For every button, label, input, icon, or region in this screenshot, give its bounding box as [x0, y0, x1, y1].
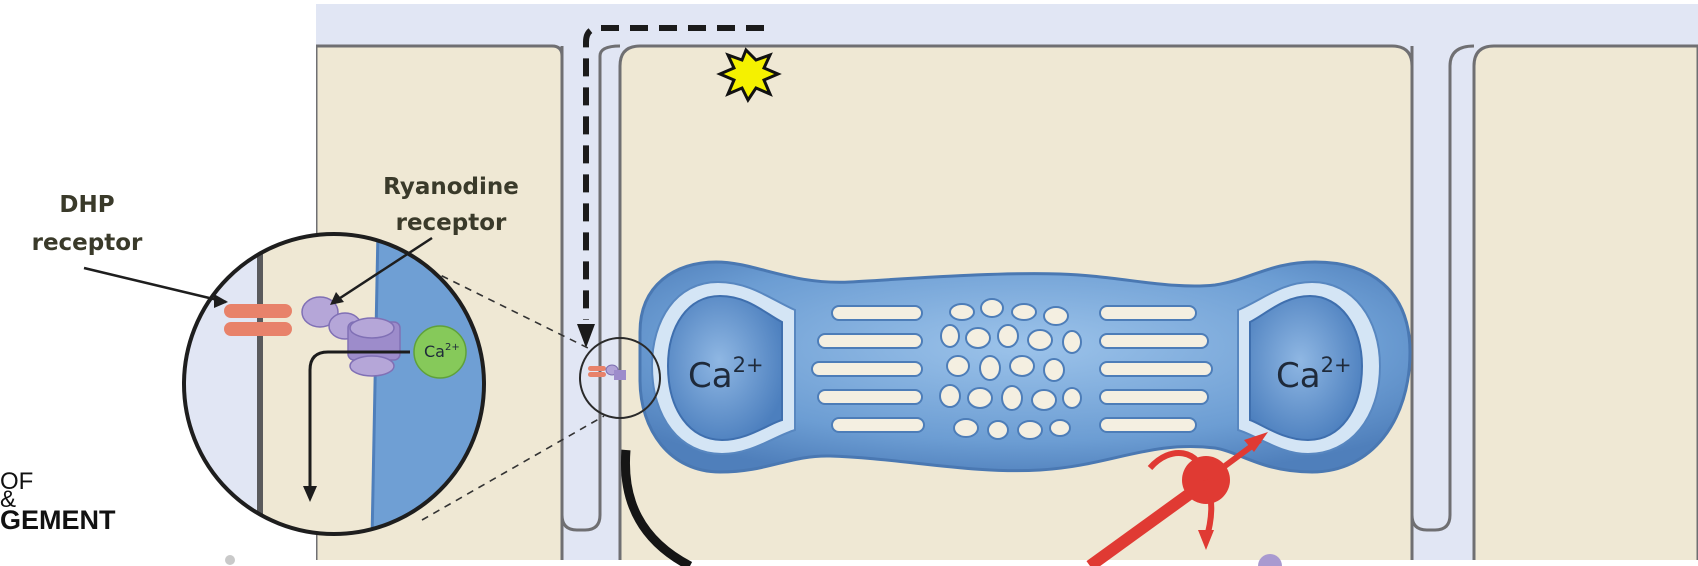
calcium-symbol: Ca — [1276, 356, 1321, 396]
ryanodine-receptor-label: Ryanodine receptor — [366, 172, 536, 238]
ryanodine-label-line2: receptor — [395, 210, 507, 236]
zoom-calcium-ion — [413, 325, 467, 379]
sarcoplasmic-reticulum — [638, 260, 1412, 474]
sr-left-cisterna — [666, 294, 783, 442]
logo-fragment: OF & GEMENT — [0, 468, 116, 535]
cytoplasm-right — [1472, 44, 1698, 566]
sr-right-cisterna — [1249, 294, 1364, 442]
calcium-release-curve — [620, 449, 693, 566]
zoom-t-tubule-lumen — [184, 234, 260, 534]
calcium-label-zoom: Ca2+ — [424, 342, 460, 361]
dhp-label-line2: receptor — [31, 230, 143, 256]
calcium-charge: 2+ — [444, 342, 460, 353]
calcium-flow-arrow — [308, 350, 410, 488]
action-potential-arrowhead — [577, 324, 595, 348]
zoom-connector-bottom — [421, 415, 605, 521]
dhp-label-line1: DHP — [59, 192, 115, 218]
ryanodine-label-line1: Ryanodine — [383, 174, 519, 200]
zoom-sarcolemma — [257, 234, 263, 534]
calcium-label-right: Ca2+ — [1276, 353, 1352, 396]
calcium-charge: 2+ — [1320, 353, 1352, 377]
action-potential-star-icon — [716, 47, 782, 103]
zoom-circle-outline — [182, 232, 486, 536]
calcium-symbol: Ca — [424, 342, 445, 361]
t-tubule-left — [560, 44, 621, 532]
zoom-connector-top — [429, 269, 593, 351]
purple-ion — [1258, 554, 1282, 566]
calcium-charge: 2+ — [732, 353, 764, 377]
dhp-pointer — [83, 266, 227, 304]
logo-line1: OF — [0, 468, 34, 495]
sr-longitudinal-tubules-right — [1099, 305, 1213, 433]
serca-pump-arrows — [1086, 432, 1268, 566]
cell-panel — [316, 4, 1698, 566]
sr-longitudinal-tubules-left — [811, 305, 925, 433]
calcium-label-left: Ca2+ — [688, 353, 764, 396]
logo-line3: GEMENT — [0, 505, 116, 535]
zoom-dhp-receptor — [224, 304, 292, 318]
action-potential-path — [583, 25, 764, 320]
junction-receptors-small — [588, 364, 626, 380]
t-tubule-right — [1410, 44, 1475, 532]
ryanodine-pointer — [333, 236, 433, 304]
sr-fenestrated-collar — [939, 298, 1082, 440]
dhp-receptor-label: DHP receptor — [22, 190, 152, 258]
zoom-source-circle — [579, 337, 661, 419]
logo-line2: & — [0, 486, 17, 513]
calcium-symbol: Ca — [688, 356, 733, 396]
